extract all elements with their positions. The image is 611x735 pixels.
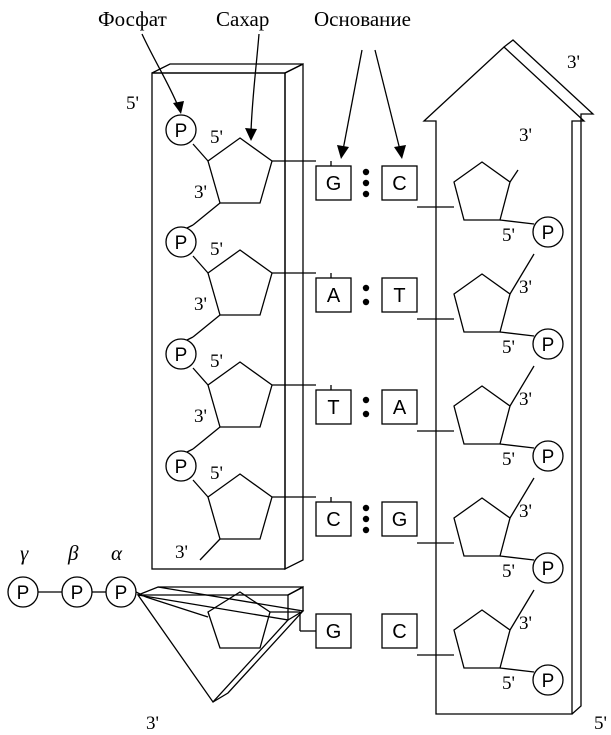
phosphate-symbol: P bbox=[542, 335, 555, 356]
alpha-label: α bbox=[111, 541, 123, 565]
label-arrows bbox=[141, 33, 406, 159]
left-end-labels: 5' 5' 5' 5' 5' 3' 3' 3' 3' bbox=[126, 93, 223, 563]
base-letter: A bbox=[393, 397, 407, 419]
three-prime-label: 3' bbox=[519, 277, 532, 298]
phosphate-symbol: P bbox=[542, 559, 555, 580]
right-nucleotides bbox=[330, 161, 535, 673]
five-prime-label: 5' bbox=[502, 561, 515, 582]
base-pair-3: T A bbox=[315, 389, 418, 425]
base-pair-4: C G bbox=[315, 501, 418, 537]
base-letter: T bbox=[393, 285, 405, 307]
five-prime-label: 5' bbox=[502, 337, 515, 358]
phosphate-symbol: P bbox=[542, 671, 555, 692]
three-prime-label: 3' bbox=[519, 613, 532, 634]
right-end-labels: 3' 3' 3' 3' 3' 3' 5' 5' 5' 5' 5' 5' bbox=[502, 52, 607, 734]
five-prime-label: 5' bbox=[502, 449, 515, 470]
three-prime-label: 3' bbox=[194, 182, 207, 203]
base-letter: T bbox=[327, 397, 339, 419]
base-letter: G bbox=[326, 621, 342, 643]
incoming-triphosphate: P P P γ β α bbox=[7, 541, 316, 649]
base-letter: G bbox=[326, 173, 342, 195]
template-strand-box bbox=[151, 62, 304, 571]
phosphate-symbol: P bbox=[175, 121, 188, 142]
five-prime-label: 5' bbox=[502, 225, 515, 246]
left-nucleotide-3 bbox=[184, 361, 316, 454]
gamma-label: γ bbox=[20, 541, 29, 565]
phosphate-symbol: P bbox=[175, 345, 188, 366]
five-prime-label: 5' bbox=[210, 127, 223, 148]
left-nucleotide-4 bbox=[192, 473, 316, 561]
base-letter: A bbox=[327, 285, 341, 307]
phosphate-symbol: P bbox=[175, 233, 188, 254]
base-label: Основание bbox=[314, 7, 411, 31]
base-pair-5-unpaired: G C bbox=[315, 613, 418, 649]
phosphate-symbol: P bbox=[175, 457, 188, 478]
left-phosphates: P P P P bbox=[165, 114, 197, 482]
phosphate-symbol: P bbox=[17, 583, 30, 604]
sugar-label: Сахар bbox=[216, 7, 269, 31]
three-prime-label: 3' bbox=[146, 713, 159, 734]
incoming-nucleotide-tray bbox=[136, 585, 305, 704]
base-pair-2: A T bbox=[315, 277, 418, 313]
three-prime-label: 3' bbox=[519, 125, 532, 146]
three-prime-label: 3' bbox=[567, 52, 580, 73]
base-pair-1: G C bbox=[315, 165, 418, 201]
five-prime-label: 5' bbox=[126, 93, 139, 114]
three-prime-label: 3' bbox=[194, 406, 207, 427]
three-prime-label: 3' bbox=[194, 294, 207, 315]
base-letter: C bbox=[392, 621, 406, 643]
five-prime-label: 5' bbox=[210, 239, 223, 260]
phosphate-symbol: P bbox=[115, 583, 128, 604]
five-prime-label: 5' bbox=[502, 673, 515, 694]
phosphate-symbol: P bbox=[71, 583, 84, 604]
new-strand-arrow bbox=[422, 39, 595, 715]
phosphate-symbol: P bbox=[542, 447, 555, 468]
five-prime-label: 5' bbox=[594, 713, 607, 734]
left-nucleotide-1 bbox=[184, 137, 316, 230]
right-phosphates: P P P P P bbox=[532, 216, 564, 696]
three-prime-label: 3' bbox=[519, 501, 532, 522]
phosphate-label: Фосфат bbox=[98, 7, 167, 31]
base-letter: C bbox=[326, 509, 340, 531]
three-prime-label: 3' bbox=[519, 389, 532, 410]
five-prime-label: 5' bbox=[210, 463, 223, 484]
three-prime-label: 3' bbox=[175, 542, 188, 563]
base-letter: G bbox=[392, 509, 408, 531]
phosphate-symbol: P bbox=[542, 223, 555, 244]
base-letter: C bbox=[392, 173, 406, 195]
beta-label: β bbox=[67, 541, 79, 565]
five-prime-label: 5' bbox=[210, 351, 223, 372]
